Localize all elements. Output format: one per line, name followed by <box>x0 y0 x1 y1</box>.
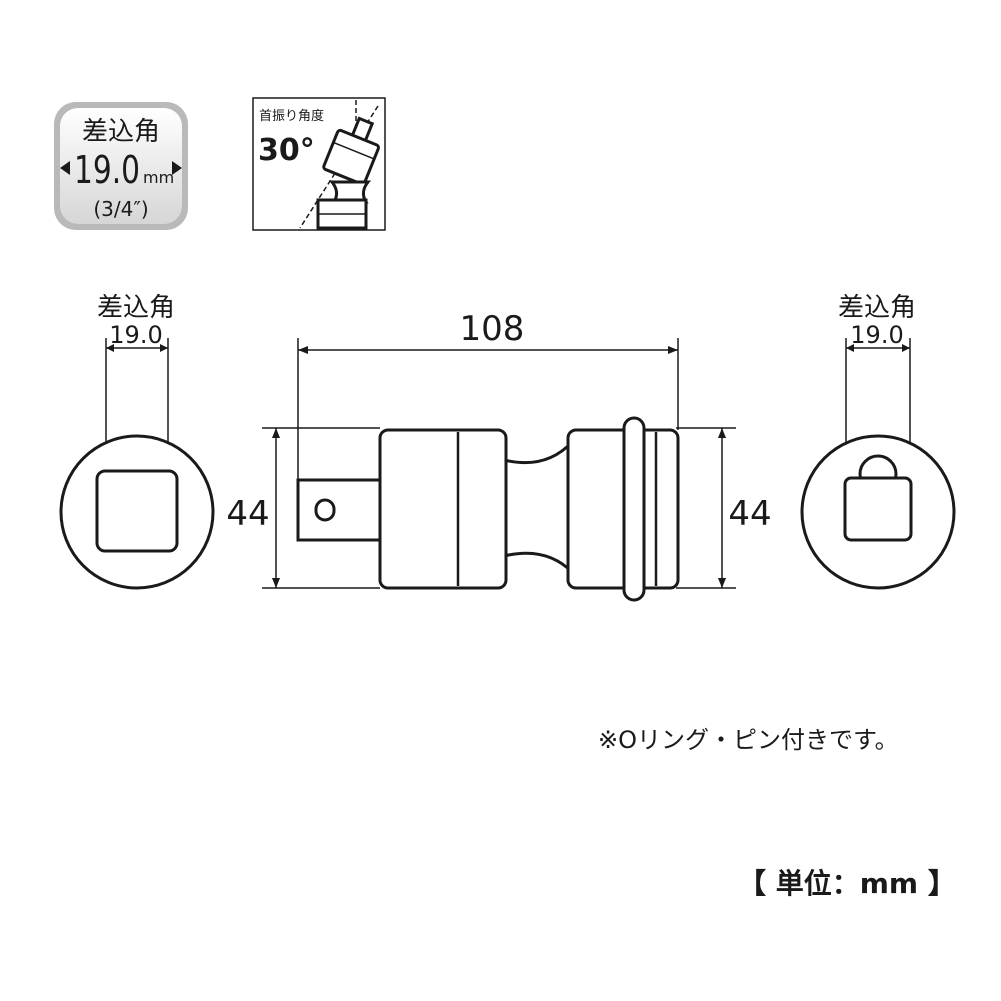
badge-inch-size: (3/4″) <box>93 197 148 221</box>
length-dimension: 108 <box>460 309 525 349</box>
badge-size-value: 19.0 <box>74 148 140 192</box>
joint-body <box>378 428 508 590</box>
left-end-view: 差込角 19.0 <box>59 293 215 590</box>
drive-size-badge: 差込角 19.0 mm (3/4″) <box>54 102 188 230</box>
swing-angle-label: 首振り角度 <box>259 108 324 124</box>
tilted-joint-icon <box>322 116 380 186</box>
height-dimension-right: 44 <box>728 494 771 534</box>
side-view: 108 44 44 <box>226 309 772 602</box>
right-end-view: 差込角 19.0 <box>800 293 956 590</box>
o-ring-pin-note: ※Oリング・ピン付きです。 <box>598 726 899 754</box>
right-view-size: 19.0 <box>850 321 903 349</box>
square-drive <box>296 478 384 542</box>
badge-right-arrow-icon <box>172 161 182 175</box>
badge-label: 差込角 <box>82 117 160 147</box>
swing-angle-value: 30° <box>258 133 315 168</box>
o-ring <box>622 416 646 602</box>
height-dimension-left: 44 <box>226 494 269 534</box>
unit-label: 【 単位：mm 】 <box>738 867 956 900</box>
right-view-label: 差込角 <box>838 293 916 323</box>
detent-ball <box>314 498 336 522</box>
swing-angle-box: 首振り角度 30° <box>252 97 386 231</box>
left-view-size: 19.0 <box>109 321 162 349</box>
badge-size-unit: mm <box>143 168 174 187</box>
joint-neck <box>502 438 574 576</box>
badge-left-arrow-icon <box>60 161 70 175</box>
left-view-label: 差込角 <box>97 293 175 323</box>
